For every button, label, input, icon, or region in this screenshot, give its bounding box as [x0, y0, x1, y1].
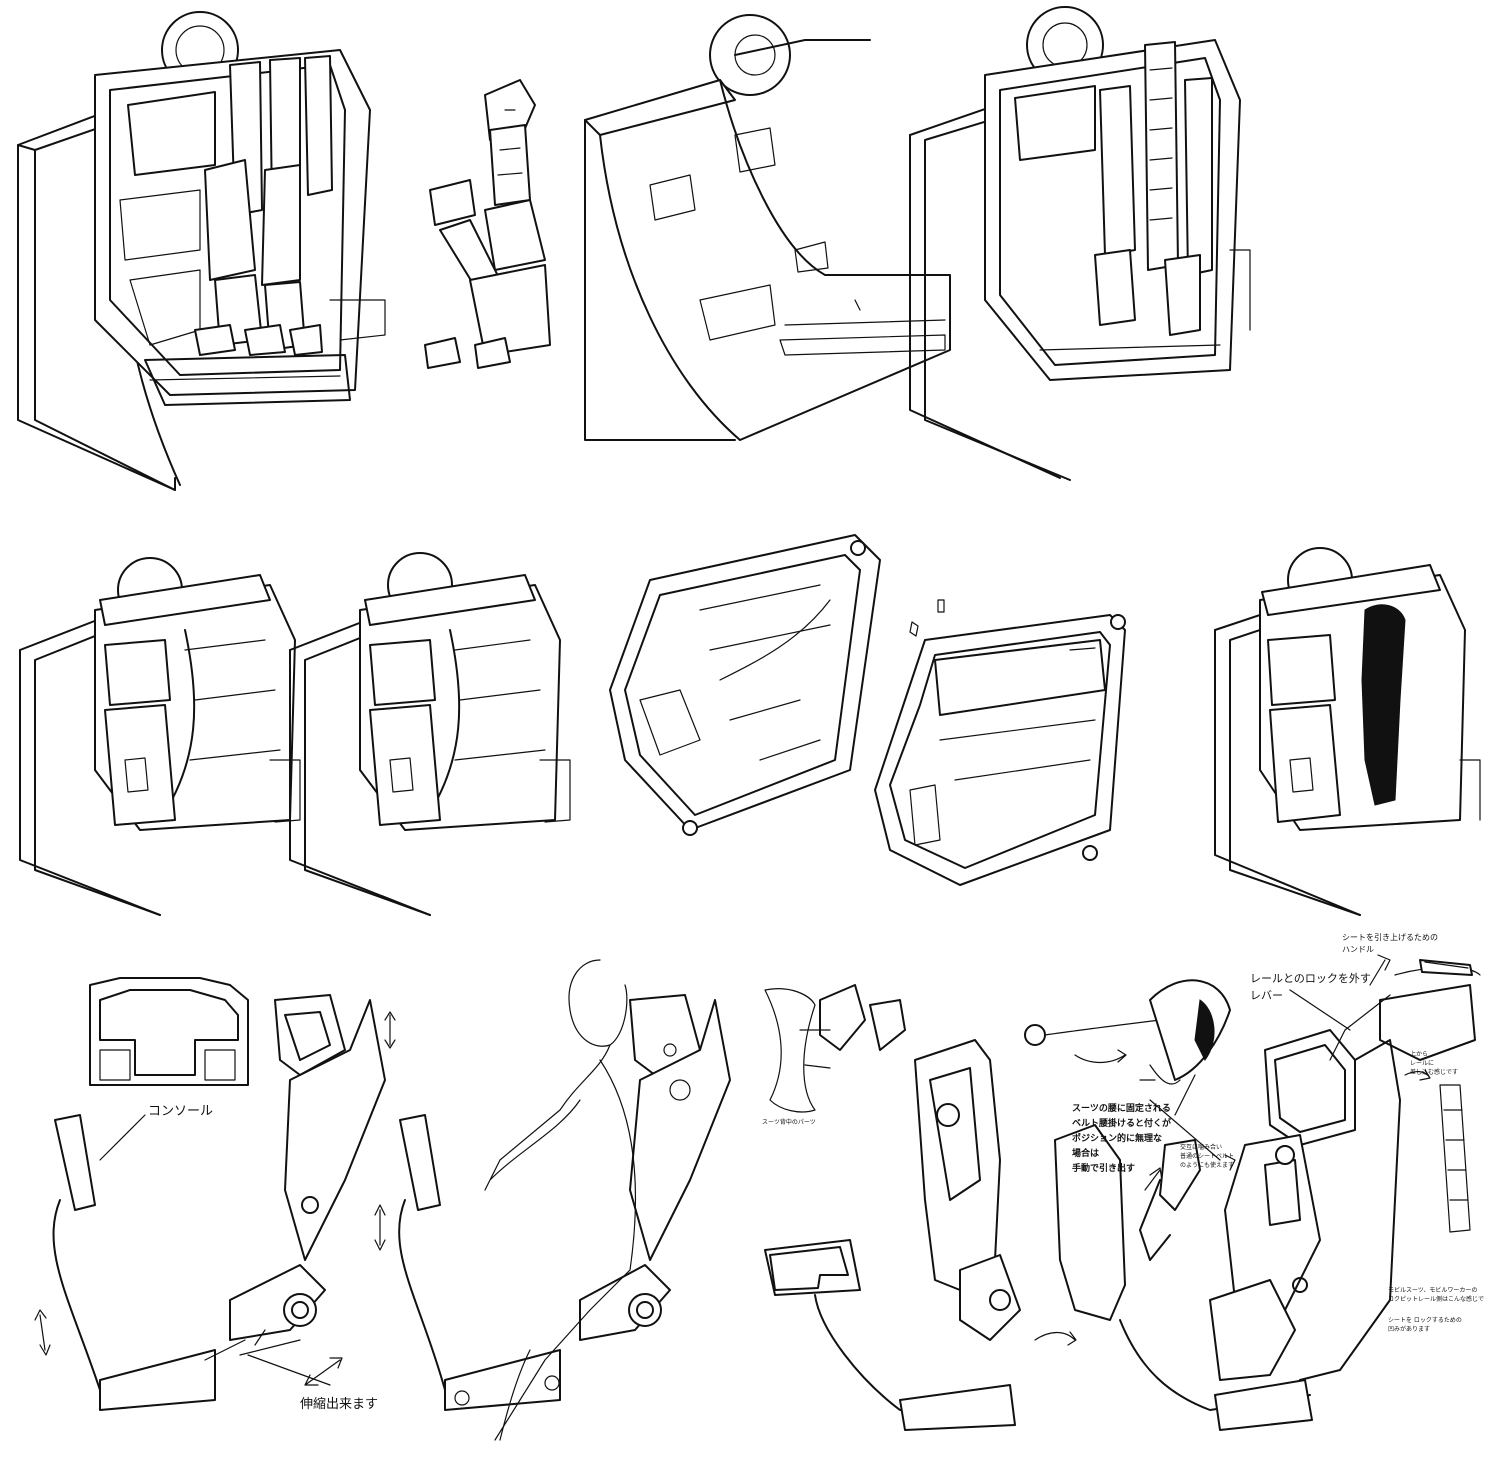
seat-with-pilot-view — [1214, 547, 1481, 916]
up-rail-label: 上から レールに 差し込む感じです — [1410, 1051, 1459, 1076]
rail-lock-lever-drawing — [1329, 954, 1481, 1233]
empty-frame-drawing — [584, 14, 951, 441]
lock-recess-note-label: シートを ロックするための 凹みがあります — [1388, 1317, 1462, 1333]
mobile-suit-note-label: モビルスーツ、モビルワーカーの コクピットレール側はこんな感じで — [1388, 1287, 1485, 1303]
suit-waist-belt-label: スーツの腰に固定される ベルト腰掛けると付くが ポジション的に無理な 場合は 手… — [1072, 1104, 1172, 1174]
seat-tilted-view-1 — [609, 534, 881, 836]
seat-side-view-1 — [52, 994, 386, 1411]
seat-closed-view-1 — [19, 557, 301, 916]
console-label: コンソール — [148, 1104, 214, 1119]
seat-only-drawing — [424, 79, 551, 369]
console-drawing — [89, 977, 249, 1086]
seat-frame-harness-drawing — [909, 6, 1251, 481]
suit-back-part-drawing — [764, 984, 906, 1113]
wheel-icon — [709, 14, 791, 96]
seat-tilted-view-2 — [874, 599, 1126, 886]
handle-label: シートを引き上げるための ハンドル — [1342, 933, 1438, 954]
extendable-label: 伸縮出来ます — [300, 1397, 379, 1412]
seat-back-rear-view — [764, 1039, 1021, 1431]
seat-side-view-with-pilot — [398, 959, 731, 1441]
seat-frame-full-drawing — [17, 11, 386, 491]
double-arrow-icon — [34, 1011, 396, 1386]
seat-front-view-drawing — [1054, 1029, 1401, 1431]
extendable-leader-line — [247, 1354, 331, 1386]
belt-mechanism-drawing — [1024, 979, 1231, 1085]
suit-back-parts-label: スーツ背中のパーツ — [762, 1119, 816, 1126]
leader-lines — [1149, 989, 1351, 1161]
seat-closed-view-2 — [289, 552, 571, 916]
rail-lever-label: レールとのロックを外す レバー — [1250, 972, 1371, 1002]
cross-belt-label: 交互に噛み合い 普通のシートベルト のようにも使えます — [1180, 1144, 1235, 1169]
console-leader-line — [99, 1114, 146, 1161]
